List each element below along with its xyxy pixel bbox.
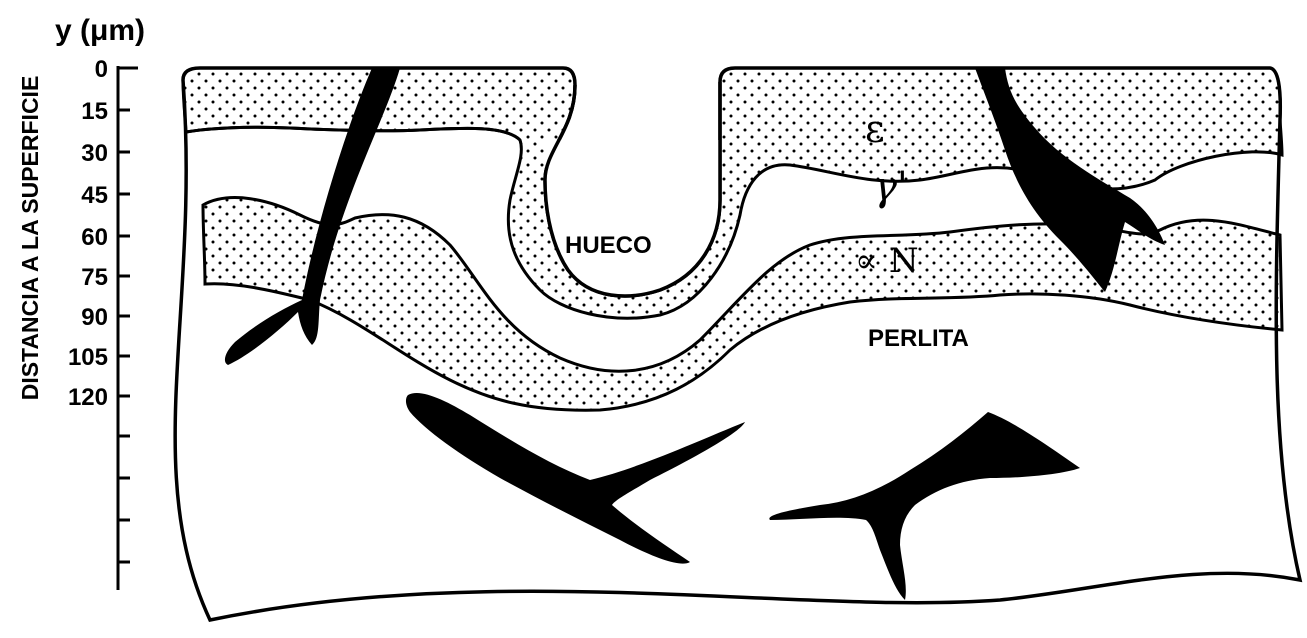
tick-label: 15 — [81, 98, 108, 125]
tick-label: 75 — [81, 264, 108, 291]
perlita-label: PERLITA — [868, 325, 969, 352]
tick-label: 120 — [68, 384, 108, 411]
alpha-n-label: ∝ N — [855, 241, 919, 281]
tick-label: 90 — [81, 304, 108, 331]
gamma-prime-label: γ' — [873, 164, 908, 210]
depth-axis — [118, 66, 138, 590]
hueco-label: HUECO — [565, 232, 652, 259]
epsilon-label: ε — [865, 107, 885, 151]
tick-label: 45 — [81, 182, 108, 209]
tick-label: 105 — [68, 344, 108, 371]
axis-tick-labels: 0 15 30 45 60 75 90 105 120 — [68, 56, 108, 411]
axis-title: DISTANCIA A LA SUPERFICIE — [17, 76, 43, 401]
tick-label: 30 — [81, 140, 108, 167]
tick-label: 60 — [81, 224, 108, 251]
tick-label: 0 — [95, 56, 108, 83]
axis-unit-label: y (μm) — [55, 14, 145, 47]
